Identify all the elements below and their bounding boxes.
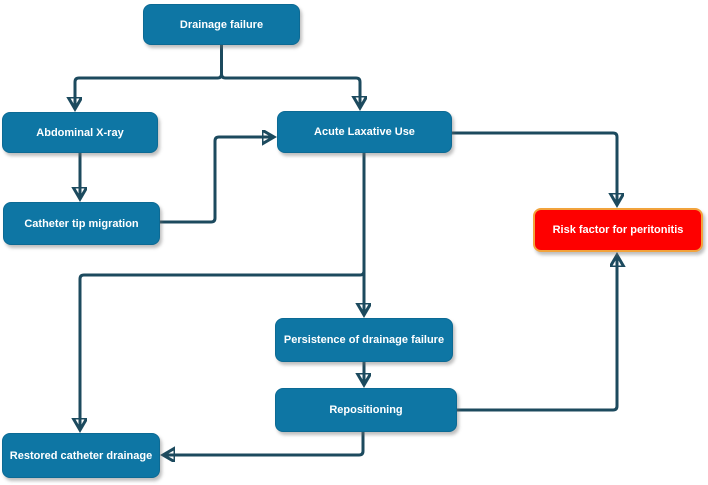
edge-laxative-to-restored bbox=[80, 153, 366, 428]
edge-drainage-to-xray bbox=[75, 45, 223, 107]
edge-laxative-to-risk bbox=[452, 131, 617, 203]
node-repositioning: Repositioning bbox=[275, 388, 457, 432]
edge-repositioning-to-risk bbox=[457, 257, 617, 412]
node-restored-catheter-drainage: Restored catheter drainage bbox=[2, 433, 160, 478]
node-drainage-failure: Drainage failure bbox=[143, 4, 300, 45]
node-label: Persistence of drainage failure bbox=[283, 334, 445, 346]
edge-catheter-to-laxative bbox=[160, 137, 272, 224]
node-acute-laxative-use: Acute Laxative Use bbox=[277, 111, 452, 153]
node-label: Catheter tip migration bbox=[24, 217, 139, 230]
edge-drainage-to-laxative bbox=[220, 45, 361, 106]
node-label: Acute Laxative Use bbox=[314, 126, 415, 138]
node-label: Risk factor for peritonitis bbox=[552, 224, 684, 236]
node-persistence-of-drainage-failure: Persistence of drainage failure bbox=[275, 318, 453, 362]
node-label: Drainage failure bbox=[179, 18, 264, 31]
node-catheter-tip-migration: Catheter tip migration bbox=[3, 202, 160, 245]
edge-repositioning-to-restored bbox=[165, 432, 365, 455]
node-label: Repositioning bbox=[329, 404, 403, 416]
node-label: Abdominal X-ray bbox=[36, 126, 124, 139]
node-abdominal-x-ray: Abdominal X-ray bbox=[2, 112, 158, 153]
node-label: Restored catheter drainage bbox=[9, 449, 153, 462]
node-risk-factor-for-peritonitis: Risk factor for peritonitis bbox=[533, 208, 703, 252]
